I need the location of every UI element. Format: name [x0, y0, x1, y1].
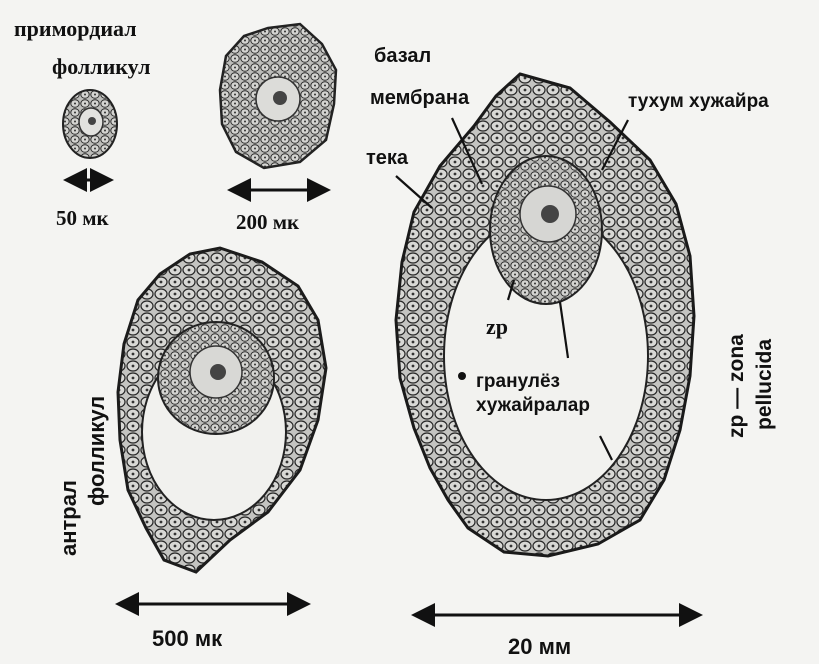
- basal-label-line1: базал: [374, 46, 431, 66]
- antral-follicle: [118, 248, 326, 572]
- granulosa-label-line1: гранулёз: [476, 372, 560, 391]
- primordial-follicle: [63, 90, 117, 158]
- scale-label-200: 200 мк: [236, 212, 299, 233]
- primordial-label-line1: примордиал: [14, 18, 137, 40]
- antral-label-line2: фолликул: [86, 396, 108, 506]
- scale-label-20mm: 20 мм: [508, 636, 571, 658]
- basal-label-line2: мембрана: [370, 88, 469, 108]
- egg-cell-label: тухум хужайра: [628, 92, 769, 111]
- primary-follicle: [220, 24, 336, 168]
- primordial-label-line2: фолликул: [52, 56, 150, 78]
- zp-short-label: zp: [486, 316, 508, 338]
- graafian-follicle: [396, 74, 694, 556]
- theca-label: тека: [366, 148, 408, 168]
- antral-label-line1: антрал: [58, 480, 80, 556]
- zp-legend-line1: zp — zona: [726, 334, 747, 438]
- scale-label-50: 50 мк: [56, 208, 109, 229]
- granulosa-label-line2: хужайралар: [476, 396, 590, 415]
- scale-label-500: 500 мк: [152, 628, 222, 650]
- zp-legend-line2: pellucida: [754, 339, 775, 430]
